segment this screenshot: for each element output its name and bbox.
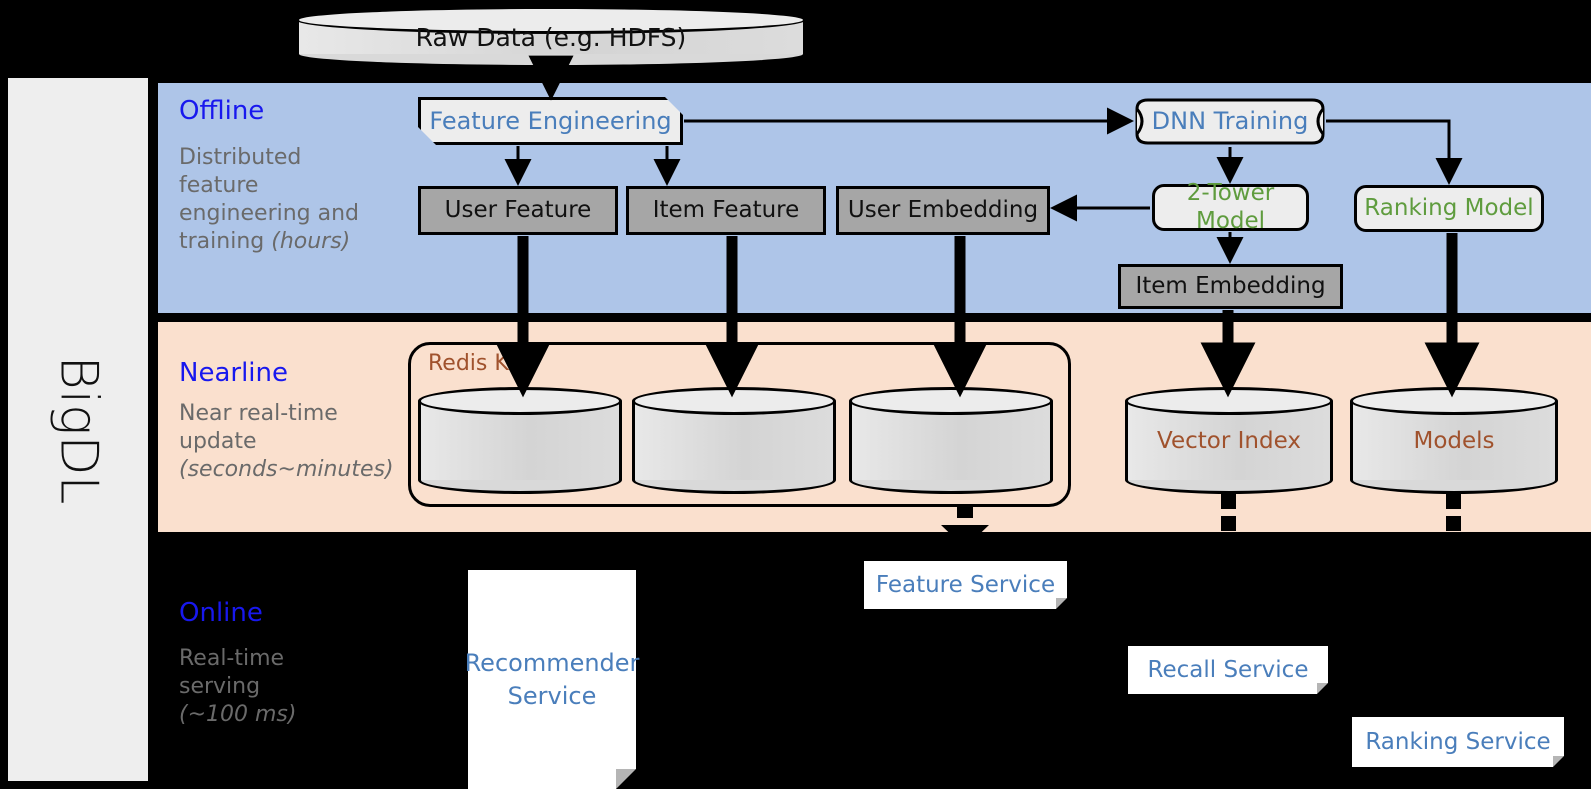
kv-store-cylinder-1[interactable] — [418, 387, 622, 494]
offline-title: Offline — [179, 96, 265, 126]
feature-engineering-node[interactable]: Feature Engineering — [418, 97, 683, 145]
feature-engineering-label: Feature Engineering — [429, 106, 672, 135]
kv-store-cylinder-2[interactable] — [632, 387, 836, 494]
offline-subtitle-line4: training — [179, 229, 272, 255]
page-fold-icon — [1553, 756, 1564, 767]
online-subtitle-line1: Real-time — [179, 646, 285, 671]
bigdl-framework-rail: BigDL — [8, 78, 148, 781]
two-tower-model-node[interactable]: 2-Tower Model — [1152, 180, 1309, 234]
models-label: Models — [1413, 427, 1495, 454]
offline-subtitle-line2: feature — [179, 173, 259, 199]
page-fold-icon — [1317, 683, 1328, 694]
item-embedding-label: Item Embedding — [1135, 272, 1326, 299]
redis-kv-label: Redis KV — [424, 351, 528, 376]
dnn-training-shape — [1135, 98, 1325, 145]
item-feature-node[interactable]: Item Feature — [626, 186, 826, 235]
two-tower-model-label: 2-Tower Model — [1186, 179, 1275, 234]
offline-subtitle-line3: engineering and — [179, 201, 360, 227]
recommender-service-label: Recommender Service — [459, 647, 646, 712]
online-subtitle-line2: serving — [179, 674, 261, 700]
kv-store-cylinder-3[interactable] — [849, 387, 1053, 494]
ranking-service-node[interactable]: Ranking Service — [1352, 717, 1564, 767]
offline-subtitle-line1: Distributed — [179, 145, 302, 170]
offline-subtitle: Distributed feature engineering and trai… — [179, 144, 394, 257]
kv-store-3-label — [849, 387, 1053, 494]
cylinder-top — [1125, 387, 1333, 415]
user-feature-node[interactable]: User Feature — [418, 186, 618, 235]
kv-store-2-label — [632, 387, 836, 494]
vector-index-label: Vector Index — [1157, 427, 1301, 454]
item-embedding-node[interactable]: Item Embedding — [1118, 264, 1343, 309]
ranking-model-label: Ranking Model — [1364, 194, 1534, 221]
dnn-training-label: DNN Training — [1151, 107, 1309, 136]
online-subtitle: Real-time serving (~100 ms) — [179, 645, 379, 729]
nearline-subtitle: Near real-time update (seconds~minutes) — [179, 400, 404, 484]
dnn-training-node[interactable]: DNN Training — [1134, 97, 1326, 146]
models-cylinder[interactable]: Models — [1350, 387, 1558, 494]
online-title: Online — [179, 598, 263, 628]
user-embedding-label: User Embedding — [847, 196, 1039, 223]
online-subtitle-italic: (~100 ms) — [179, 702, 297, 728]
user-feature-label: User Feature — [444, 196, 592, 223]
nearline-subtitle-line2: update — [179, 429, 257, 455]
feature-service-node[interactable]: Feature Service — [864, 561, 1067, 609]
raw-data-label: Raw Data (e.g. HDFS) — [415, 22, 687, 52]
nearline-subtitle-line1: Near real-time — [179, 401, 338, 426]
offline-subtitle-italic: (hours) — [271, 229, 351, 255]
item-feature-label: Item Feature — [652, 196, 800, 223]
ranking-model-node[interactable]: Ranking Model — [1354, 185, 1544, 232]
recall-service-label: Recall Service — [1147, 657, 1309, 683]
vector-index-cylinder[interactable]: Vector Index — [1125, 387, 1333, 494]
recommender-service-line1: Recommender — [464, 649, 640, 678]
recall-service-node[interactable]: Recall Service — [1128, 646, 1328, 694]
ranking-service-label: Ranking Service — [1365, 729, 1551, 755]
bigdl-label: BigDL — [48, 355, 108, 504]
page-fold-icon — [1056, 598, 1067, 609]
user-embedding-node[interactable]: User Embedding — [836, 186, 1050, 235]
page-fold-icon — [616, 769, 636, 789]
nearline-title: Nearline — [179, 358, 288, 388]
feature-service-label: Feature Service — [875, 572, 1056, 598]
cylinder-body — [1125, 401, 1333, 480]
raw-data-cylinder: Raw Data (e.g. HDFS) — [296, 6, 806, 68]
cylinder-top — [296, 6, 806, 34]
kv-store-1-label — [418, 387, 622, 494]
recommender-service-line2: Service — [507, 681, 597, 710]
recommender-service-node[interactable]: Recommender Service — [465, 570, 639, 789]
nearline-subtitle-italic: (seconds~minutes) — [179, 457, 394, 483]
